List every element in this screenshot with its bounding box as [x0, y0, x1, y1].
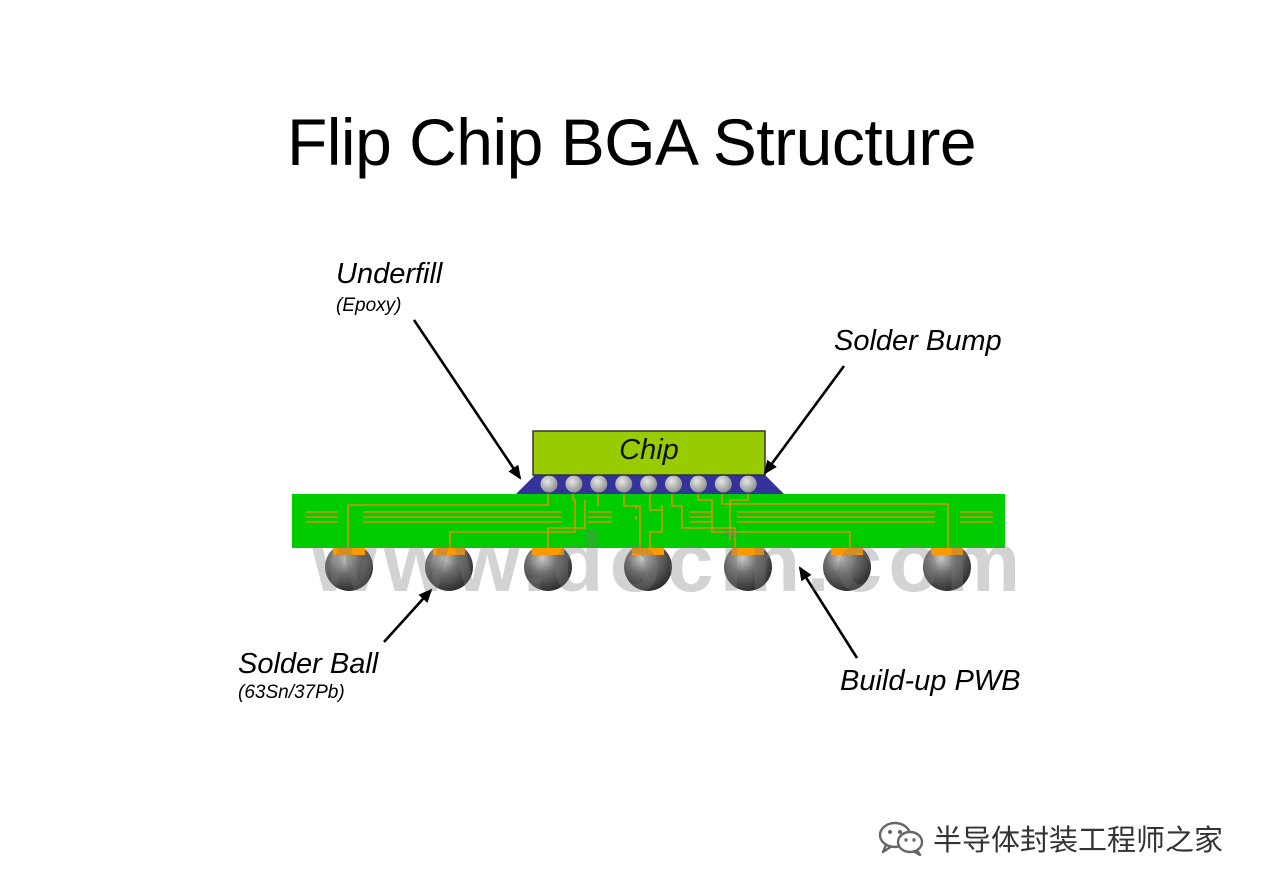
solder-bump: [739, 475, 757, 493]
solder-bumps: [540, 475, 757, 493]
solder-bump: [540, 475, 558, 493]
callout-arrows: [383, 319, 859, 659]
ball-pad: [732, 548, 764, 555]
pwb-label: Build-up PWB: [840, 665, 1021, 697]
solder-ball-sub-label: (63Sn/37Pb): [238, 682, 345, 703]
ball-pad: [931, 548, 963, 555]
build-up-pwb: [292, 494, 1005, 548]
solder-ball-label: Solder Ball: [238, 648, 379, 680]
solder-bump: [640, 475, 658, 493]
ball-pad: [433, 548, 465, 555]
chip: [532, 430, 766, 476]
pwb-traces: [306, 494, 993, 550]
ball-pad: [831, 548, 863, 555]
ball-pad: [532, 548, 564, 555]
bottom-pads: [333, 548, 963, 555]
page-title: Flip Chip BGA Structure: [286, 105, 977, 179]
chip-label: Chip: [619, 434, 679, 466]
underfill-sub-label: (Epoxy): [336, 295, 402, 316]
ball-pad: [632, 548, 664, 555]
ball-pad: [333, 548, 365, 555]
pwb-arrow: [798, 566, 859, 659]
solder-bump: [714, 475, 732, 493]
wechat-icon: [878, 821, 924, 856]
solder-bump: [565, 475, 583, 493]
solder-bump: [590, 475, 608, 493]
underfill-arrow: [412, 319, 522, 480]
solder-ball-arrow: [383, 588, 433, 643]
solder-bump: [689, 475, 707, 493]
solder-bump: [665, 475, 682, 493]
footer-text: 半导体封装工程师之家: [932, 823, 1223, 857]
footer: 半导体封装工程师之家: [877, 817, 1223, 859]
solder-bump-label: Solder Bump: [834, 325, 1002, 357]
solder-bump: [615, 475, 633, 493]
watermark: www.docin.com: [312, 515, 1027, 609]
solder-bump-arrow: [763, 365, 846, 475]
underfill-label: Underfill: [336, 258, 443, 290]
